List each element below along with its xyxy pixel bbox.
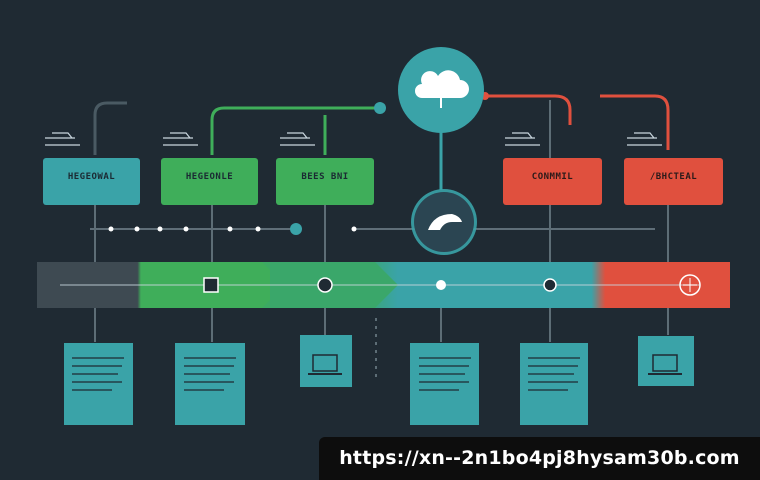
node-label-2: HEGEONLE [185,172,234,182]
connector-lines [93,94,670,190]
bottom-laptop-2[interactable] [638,336,694,386]
header-glyph [505,132,540,146]
laptop-icon [652,354,678,372]
mid-dot [108,226,114,232]
mid-dot [183,226,189,232]
bottom-doc-1[interactable] [64,343,133,425]
header-glyph [280,132,315,146]
laptop-icon [312,354,338,372]
node-box-4[interactable] [503,158,602,205]
bottom-doc-3[interactable] [410,343,479,425]
header-glyph [627,132,662,146]
node-box-3[interactable] [276,158,374,205]
node-label-5: /BHCTEAL [649,172,698,182]
connector-green-1 [210,106,380,155]
bottom-items [64,335,694,425]
mid-dot [351,226,357,232]
node-icon[interactable] [543,278,557,292]
pipeline-bar [37,262,730,308]
document-icon[interactable] [203,277,219,293]
header-glyph [163,132,198,146]
node-box-1[interactable] [43,158,140,205]
mid-dot [227,226,233,232]
node-label-1: HEGEOWAL [67,172,116,182]
mid-dot [134,226,140,232]
node-label-3: BEES BNI [301,172,349,182]
mid-dot [255,226,261,232]
bottom-doc-2[interactable] [175,343,245,425]
mid-dot [157,226,163,232]
cloud-icon [415,70,469,98]
node-label-4: CONMMIL [531,172,574,182]
node-headers [45,132,662,146]
cloud-node[interactable] [398,47,484,133]
node-box-5[interactable] [624,158,723,205]
connector-cloud-right [485,94,572,125]
hub-icon [428,214,462,230]
connector-red-right [600,94,670,150]
gear-icon[interactable] [317,277,333,293]
top-nodes [43,158,723,205]
globe-icon[interactable] [679,274,701,296]
url-banner[interactable]: https://xn--2n1bo4pj8hysam30b.com [319,437,760,480]
bottom-laptop-1[interactable] [300,335,352,387]
node-box-2[interactable] [161,158,258,205]
bottom-doc-4[interactable] [520,343,588,425]
header-glyph [45,132,80,146]
hub-node[interactable] [411,189,477,255]
connector-teal-left [93,101,127,155]
vertical-drops [94,100,669,380]
connector-dot [374,102,386,114]
mid-dot [290,223,302,235]
search-icon[interactable] [436,280,446,290]
mid-line [90,223,655,235]
